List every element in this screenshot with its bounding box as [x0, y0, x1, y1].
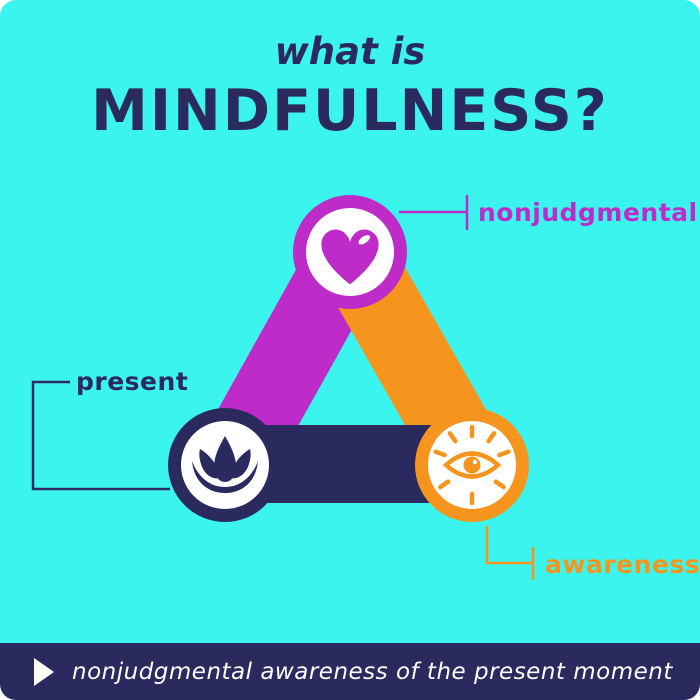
subtitle-text: what is: [274, 30, 426, 73]
label-awareness: awareness: [545, 550, 700, 579]
eye-node: [415, 408, 529, 522]
heart-icon: [321, 229, 379, 285]
footer-tagline: nonjudgmental awareness of the present m…: [72, 658, 673, 685]
lotus-node: [168, 408, 282, 522]
nonjudgmental-connector: [399, 195, 469, 230]
present-connector: [31, 380, 170, 491]
lotus-icon: [192, 436, 258, 493]
page-title: MINDFULNESS?: [91, 78, 609, 144]
play-arrow-icon: [34, 657, 54, 686]
footer-banner: nonjudgmental awareness of the present m…: [0, 643, 700, 700]
eye-icon: [433, 424, 511, 506]
label-present: present: [76, 367, 189, 396]
awareness-connector: [485, 526, 535, 580]
label-nonjudgmental: nonjudgmental: [478, 198, 698, 227]
heart-node: [293, 195, 407, 309]
